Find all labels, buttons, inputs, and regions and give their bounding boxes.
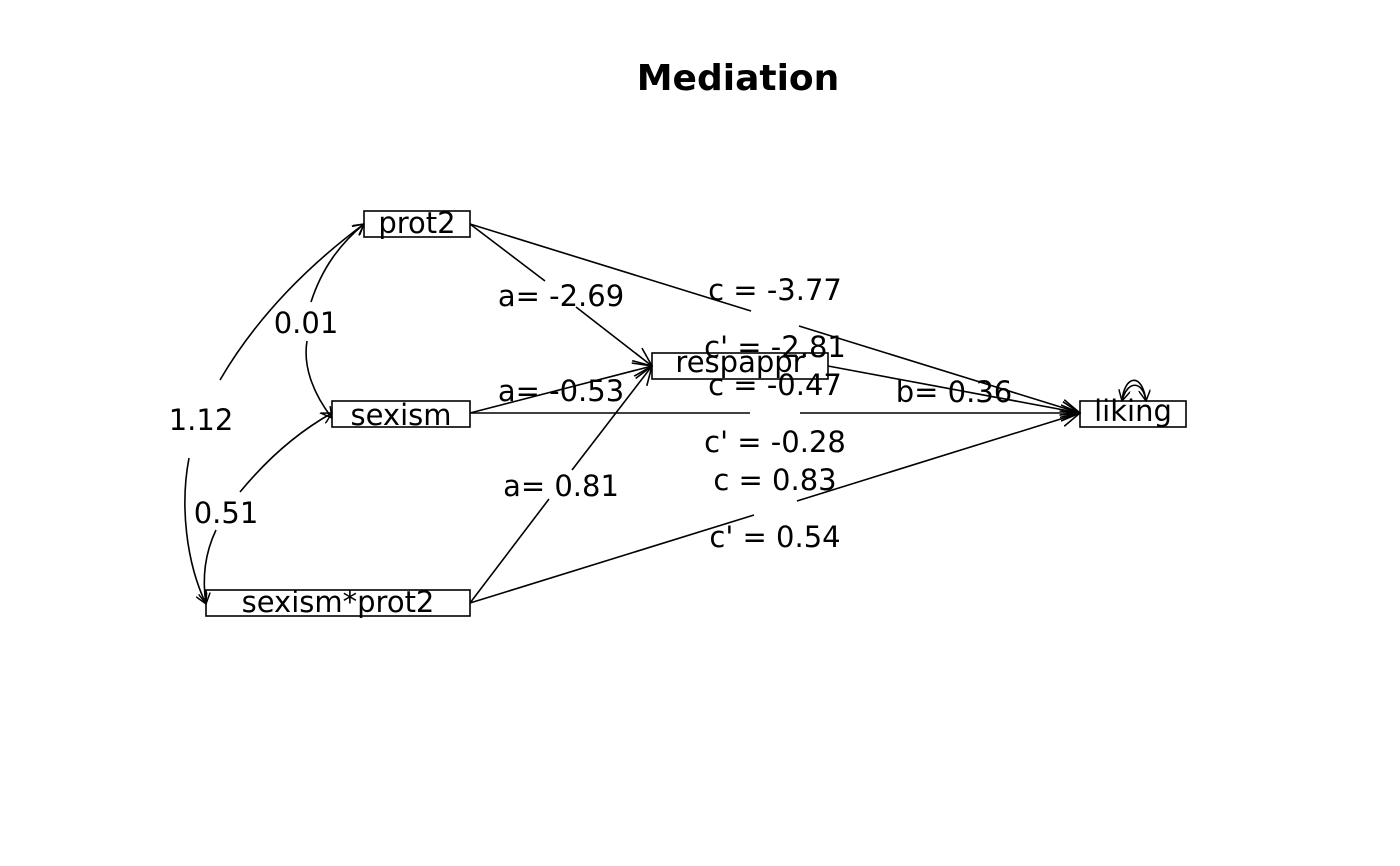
edge-c-prot2 — [469, 223, 1080, 413]
node-liking: liking — [1079, 394, 1187, 428]
node-liking-label: liking — [1094, 394, 1172, 428]
label-b: b= 0.36 — [896, 375, 1013, 409]
node-respappr: respappr — [651, 345, 829, 380]
liking-variance-loop — [1122, 379, 1146, 401]
label-a-prot2: a= -2.69 — [498, 279, 624, 313]
label-cprime-prot2: c' = -2.81 — [704, 330, 846, 364]
label-c-prot2: c = -3.77 — [708, 273, 842, 307]
label-cprime-interaction: c' = 0.54 — [709, 520, 840, 554]
label-a-sexism: a= -0.53 — [498, 374, 624, 408]
label-a-interaction: a= 0.81 — [503, 469, 619, 503]
label-cov-sexism-interaction: 0.51 — [194, 496, 259, 530]
node-sexism-label: sexism — [350, 398, 451, 432]
label-c-interaction: c = 0.83 — [713, 463, 836, 497]
node-respappr-label: respappr — [675, 345, 804, 379]
label-cov-prot2-sexism: 0.01 — [274, 306, 339, 340]
edge-c-interaction — [469, 413, 1080, 604]
cov-sexism-interaction — [204, 413, 332, 604]
node-prot2-label: prot2 — [378, 206, 455, 240]
edge-a-prot2 — [469, 223, 652, 366]
node-sexism: sexism — [331, 398, 471, 432]
edge-b — [827, 365, 1080, 413]
label-cov-prot2-interaction: 1.12 — [169, 403, 234, 437]
node-prot2: prot2 — [363, 206, 471, 240]
cov-prot2-interaction — [184, 224, 364, 604]
node-interaction: sexism*prot2 — [205, 585, 471, 619]
node-interaction-label: sexism*prot2 — [242, 585, 435, 619]
label-cprime-sexism: c' = -0.28 — [704, 425, 846, 459]
edge-a-sexism — [469, 366, 652, 414]
edge-a-interaction — [469, 366, 652, 604]
label-c-sexism: c = -0.47 — [708, 368, 842, 402]
diagram-title: Mediation — [636, 58, 840, 99]
